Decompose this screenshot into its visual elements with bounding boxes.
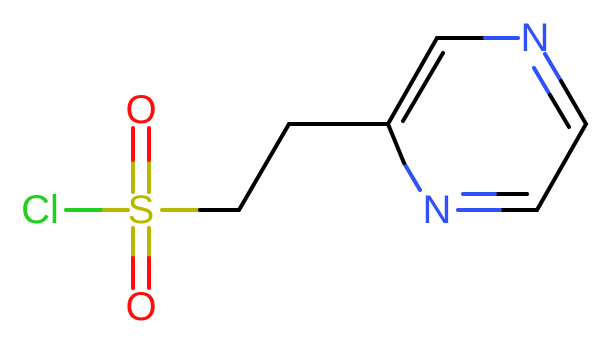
bond-ring-n4-c5-inner-b — [548, 93, 571, 129]
bond-ring-c2-c3-inner — [401, 51, 445, 123]
atom-o-top-label: O — [125, 88, 156, 132]
bond-ring-n1-c2-a — [402, 161, 422, 192]
atom-n-top-label: N — [521, 16, 550, 60]
atom-cl-label: Cl — [21, 188, 59, 232]
bond-c1-c2 — [237, 122, 291, 212]
atom-s-label: S — [128, 188, 155, 232]
bond-ring-c2-c3 — [386, 36, 439, 126]
bond-ring-n4-c5-a — [543, 52, 563, 83]
atom-n-bottom-label: N — [423, 188, 452, 232]
bond-ring-n1-c2-b — [386, 122, 406, 165]
bond-ring-c5-c6 — [535, 122, 588, 212]
atom-o-bottom-label: O — [125, 285, 156, 329]
bond-ring-n4-c5-inner-a — [532, 66, 552, 97]
bond-ring-n4-c5-b — [559, 79, 588, 126]
